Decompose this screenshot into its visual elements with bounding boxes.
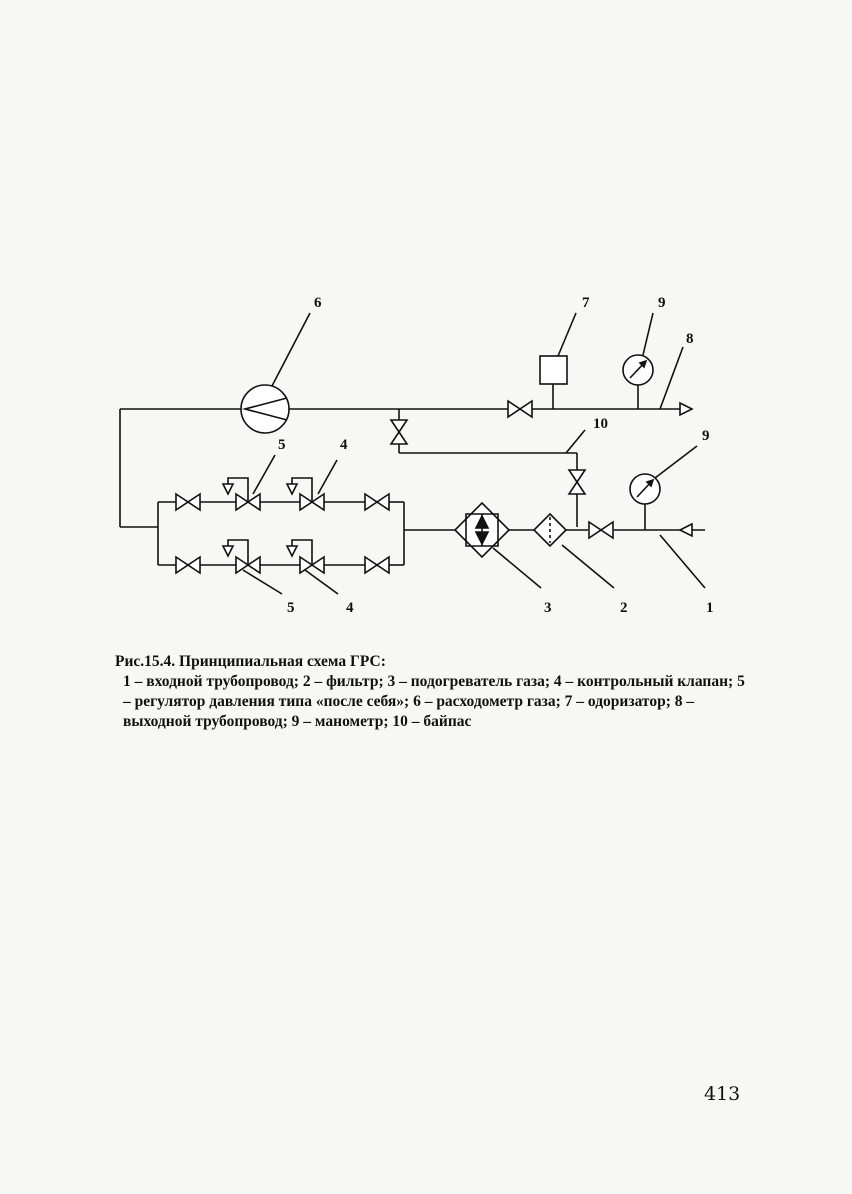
label-10: 10 bbox=[593, 416, 608, 432]
upper-shutoff-valve-right bbox=[365, 494, 389, 510]
label-3: 3 bbox=[544, 600, 552, 616]
flowmeter bbox=[241, 385, 289, 433]
lower-pressure-regulator bbox=[223, 540, 260, 573]
upper-pressure-regulator bbox=[223, 478, 260, 510]
manifold bbox=[158, 502, 404, 565]
bypass-valve-upper bbox=[391, 420, 407, 444]
caption-title: Рис.15.4. Принципиальная схема ГРС: bbox=[115, 653, 386, 670]
figure-caption: Рис.15.4. Принципиальная схема ГРС: 1 – … bbox=[115, 652, 755, 732]
label-9-inlet: 9 bbox=[702, 428, 710, 444]
label-1: 1 bbox=[706, 600, 714, 616]
label-9-outlet: 9 bbox=[658, 295, 666, 311]
gas-heater bbox=[455, 503, 509, 557]
lower-shutoff-valve-left bbox=[176, 557, 200, 573]
lower-control-valve bbox=[287, 540, 324, 573]
left-return-pipe bbox=[120, 409, 241, 527]
label-5-lower: 5 bbox=[287, 600, 295, 616]
outlet-pipeline bbox=[289, 403, 692, 415]
label-4-upper: 4 bbox=[340, 437, 348, 453]
bypass-valve-lower bbox=[569, 470, 585, 494]
odorizer bbox=[540, 356, 567, 409]
page-number: 413 bbox=[704, 1083, 740, 1105]
outlet-valve bbox=[508, 401, 532, 417]
inlet-valve bbox=[589, 522, 613, 538]
label-5-upper: 5 bbox=[278, 437, 286, 453]
label-2: 2 bbox=[620, 600, 628, 616]
inlet-manometer bbox=[630, 474, 660, 530]
label-7: 7 bbox=[582, 295, 590, 311]
upper-shutoff-valve-left bbox=[176, 494, 200, 510]
caption-legend: 1 – входной трубопровод; 2 – фильтр; 3 –… bbox=[115, 672, 755, 732]
label-6: 6 bbox=[314, 295, 322, 311]
outlet-manometer bbox=[623, 355, 653, 409]
lower-shutoff-valve-right bbox=[365, 557, 389, 573]
label-4-lower: 4 bbox=[346, 600, 354, 616]
label-8: 8 bbox=[686, 331, 694, 347]
gas-filter bbox=[534, 514, 566, 546]
